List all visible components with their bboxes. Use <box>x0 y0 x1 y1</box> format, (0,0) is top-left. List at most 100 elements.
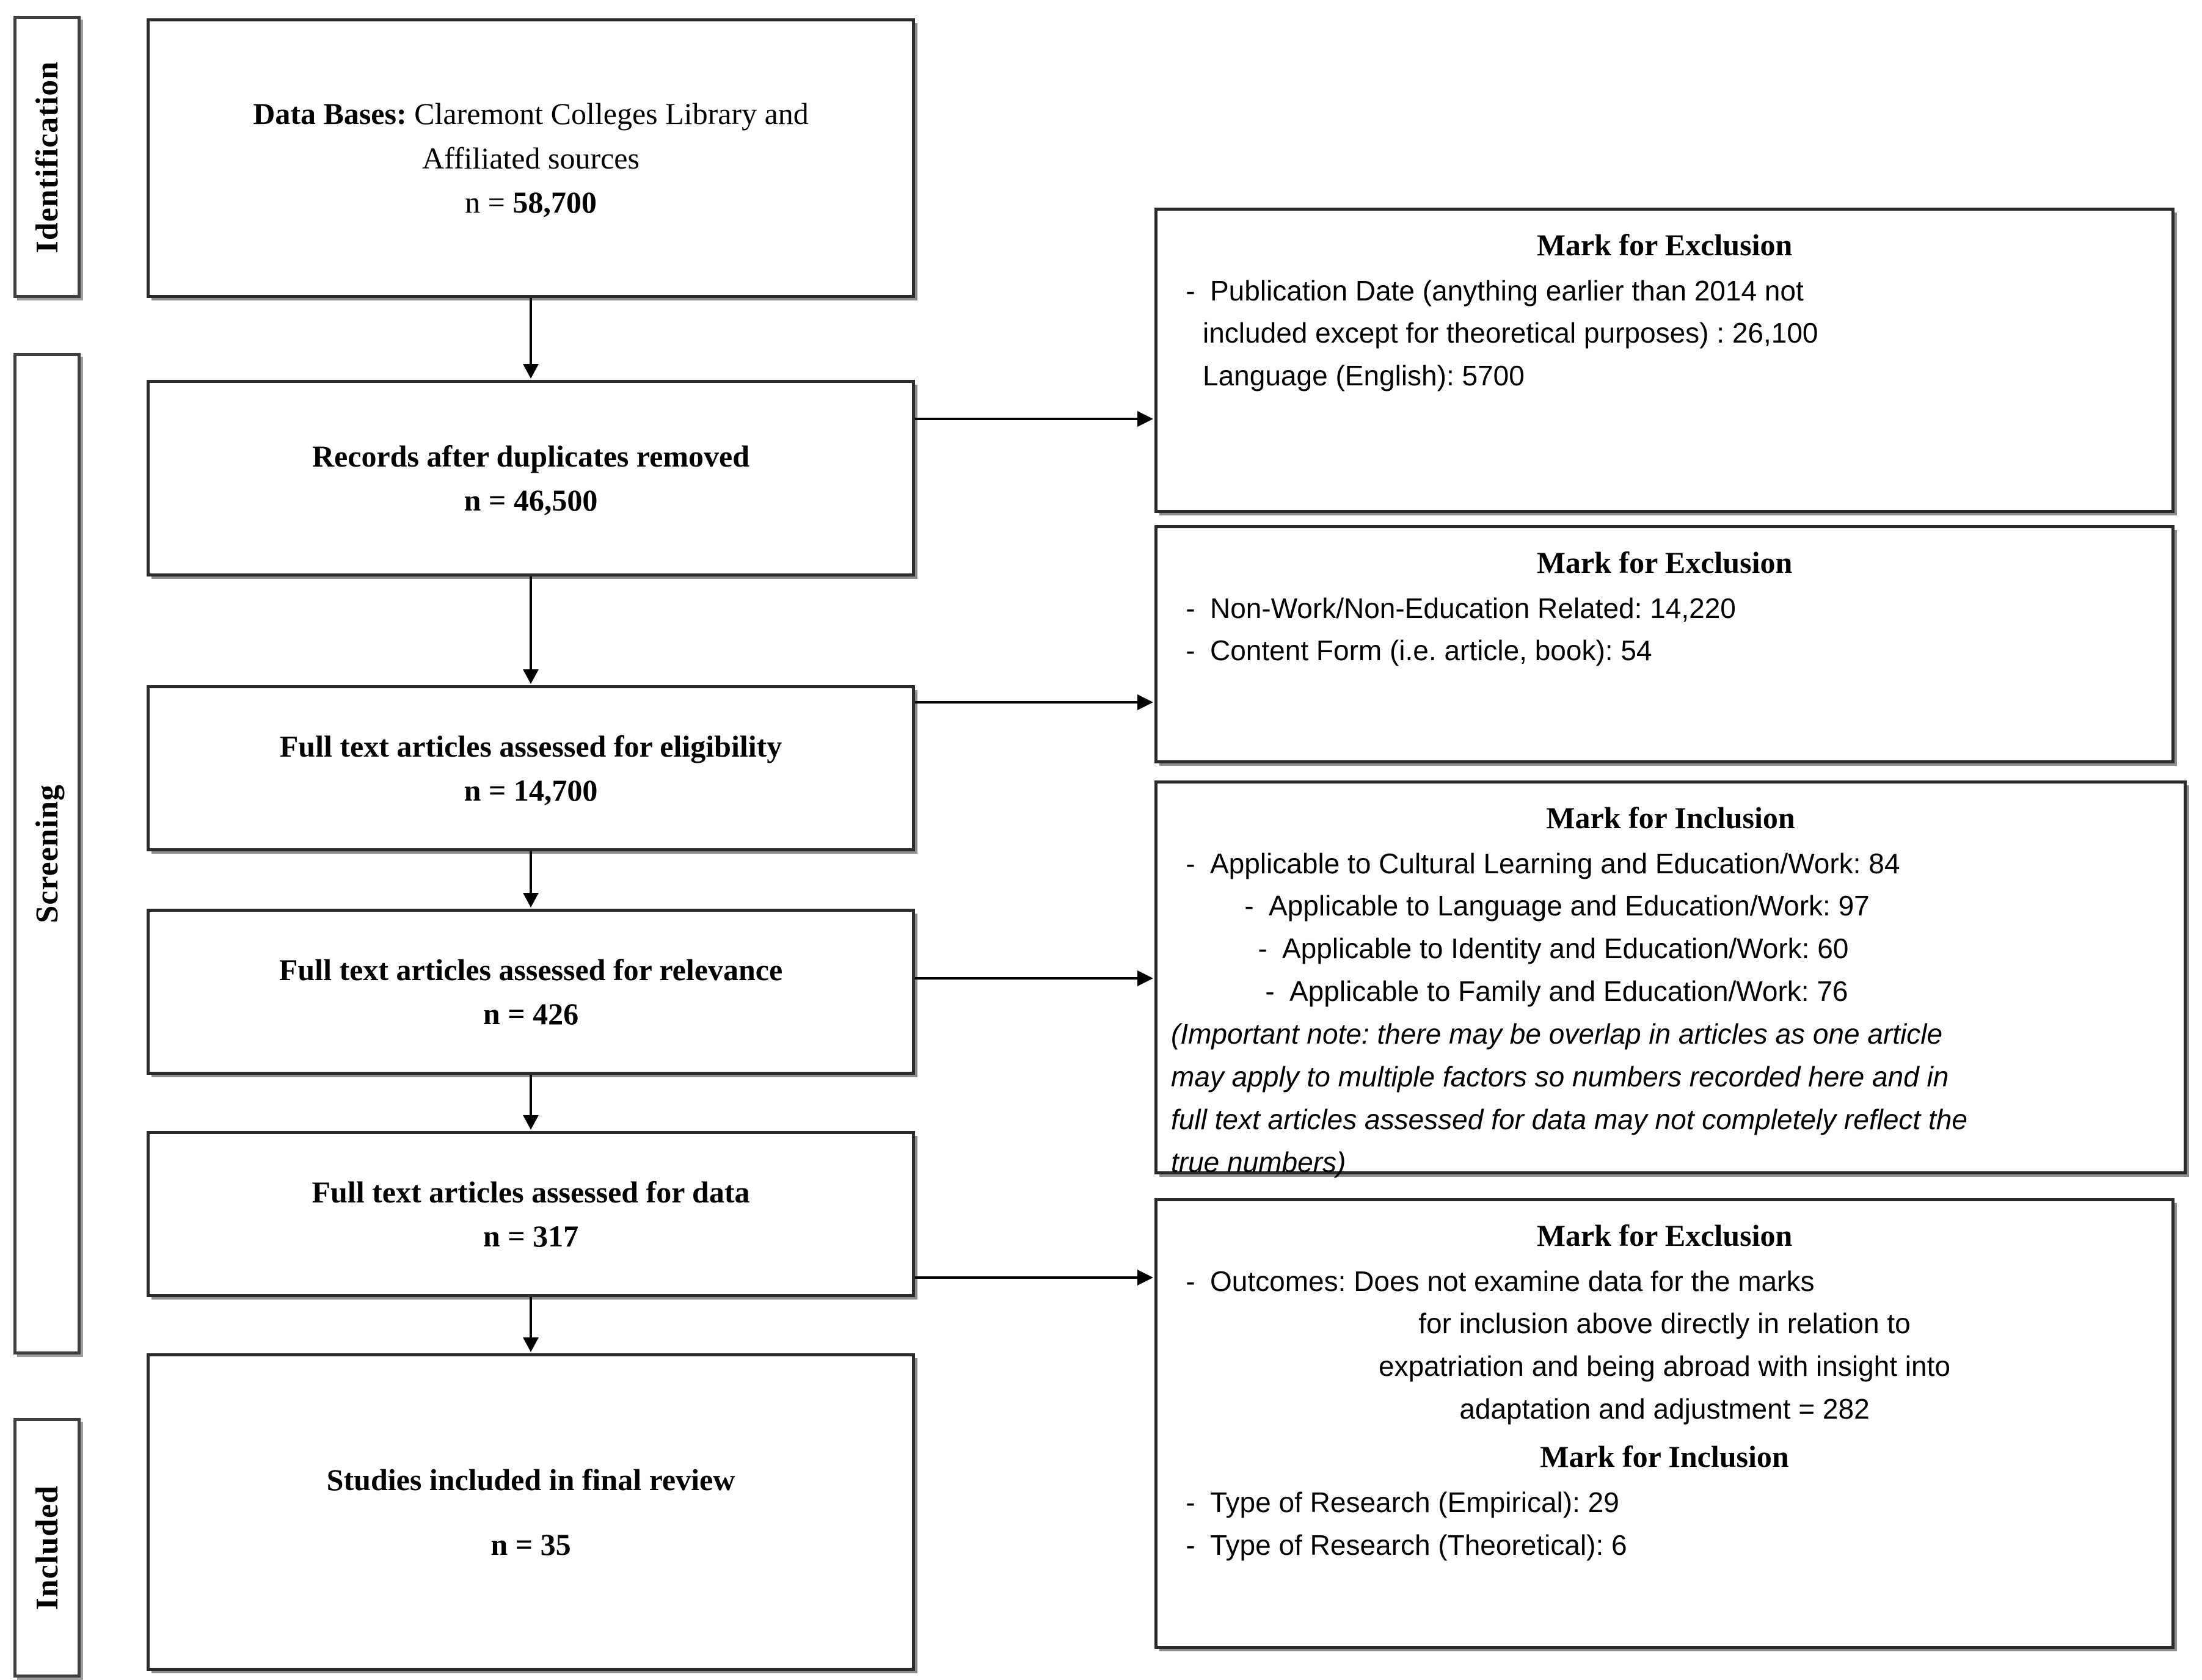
final-review-n-value: 35 <box>540 1527 571 1562</box>
bullet-dash-icon: - <box>1186 274 1195 307</box>
mixed-outcome-line-3: expatriation and being abroad with insig… <box>1379 1350 1950 1383</box>
exclusion-2-item-1: - Non-Work/Non-Education Related: 14,220 <box>1171 587 2158 630</box>
eligibility-n-prefix: n = <box>464 773 514 807</box>
databases-line-2: Affiliated sources <box>422 140 640 175</box>
exclusion-1-title: Mark for Exclusion <box>1536 228 1793 262</box>
phase-label-identification-text: Identification <box>29 60 65 253</box>
flow-box-eligibility: Full text articles assessed for eligibil… <box>147 685 915 851</box>
inclusion-1-item-2-text: Applicable to Language and Education/Wor… <box>1269 890 1870 922</box>
connector-relevance-to-data <box>530 1075 532 1118</box>
relevance-count: n = 426 <box>483 992 578 1036</box>
eligibility-count: n = 14,700 <box>464 768 598 813</box>
data-line-1: Full text articles assessed for data <box>312 1174 750 1209</box>
databases-n-prefix: n = <box>465 185 513 220</box>
final-review-line-1: Studies included in final review <box>326 1462 735 1497</box>
inclusion-1-note-3: full text articles assessed for data may… <box>1171 1103 1967 1135</box>
inclusion-1-item-4-text: Applicable to Family and Education/Work:… <box>1289 975 1848 1008</box>
mixed-inclusion-title: Mark for Inclusion <box>1540 1439 1789 1474</box>
phase-label-screening: Screening <box>13 353 81 1355</box>
mixed-outcome-line-1-text: Outcomes: Does not examine data for the … <box>1210 1265 1815 1297</box>
databases-n-value: 58,700 <box>512 185 597 220</box>
flow-box-databases: Data Bases: Claremont Colleges Library a… <box>147 18 915 298</box>
databases-line-1: Data Bases: Claremont Colleges Library a… <box>253 92 809 136</box>
records-count: n = 46,500 <box>464 478 598 523</box>
final-review-n-prefix: n = <box>490 1527 541 1562</box>
bullet-dash-icon: - <box>1186 635 1195 667</box>
flow-box-relevance: Full text articles assessed for relevanc… <box>147 909 915 1075</box>
arrowhead-right-icon <box>1137 970 1153 986</box>
connector-records-to-eligibility <box>530 576 532 671</box>
records-n-value: 46,500 <box>513 483 598 517</box>
inclusion-1-note-1: (Important note: there may be overlap in… <box>1171 1018 1943 1050</box>
databases-count: n = 58,700 <box>465 180 597 225</box>
arrowhead-down-icon <box>523 669 539 684</box>
arrowhead-down-icon <box>523 364 539 379</box>
phase-label-included: Included <box>13 1418 81 1678</box>
connector-databases-to-records <box>530 298 532 365</box>
data-count: n = 317 <box>483 1214 578 1259</box>
inclusion-1-item-1-text: Applicable to Cultural Learning and Educ… <box>1210 847 1900 879</box>
inclusion-1-item-2: - Applicable to Language and Education/W… <box>1171 885 2170 928</box>
bullet-dash-icon: - <box>1258 933 1267 965</box>
records-n-prefix: n = <box>464 483 514 517</box>
exclusion-1-cont-2: Language (English): 5700 <box>1203 360 1525 392</box>
phase-label-screening-text: Screening <box>29 784 65 923</box>
connector-data-to-final-review <box>530 1297 532 1340</box>
side-box-exclusion-1: Mark for Exclusion - Publication Date (a… <box>1154 208 2175 513</box>
inclusion-1-note-2: may apply to multiple factors so numbers… <box>1171 1061 1949 1093</box>
relevance-line-1: Full text articles assessed for relevanc… <box>279 952 783 987</box>
side-box-mixed: Mark for Exclusion - Outcomes: Does not … <box>1154 1198 2175 1649</box>
arrowhead-down-icon <box>523 893 539 907</box>
phase-label-included-text: Included <box>29 1485 65 1610</box>
phase-label-identification: Identification <box>13 16 81 298</box>
bullet-dash-icon: - <box>1265 975 1275 1008</box>
final-review-count: n = 35 <box>490 1522 571 1567</box>
mixed-outcome-line-1: - Outcomes: Does not examine data for th… <box>1171 1260 2158 1303</box>
flow-box-records-after-duplicates: Records after duplicates removed n = 46,… <box>147 380 915 576</box>
data-n-prefix: n = <box>483 1219 533 1253</box>
mixed-exclusion-title: Mark for Exclusion <box>1536 1218 1793 1253</box>
relevance-n-value: 426 <box>533 997 579 1031</box>
mixed-inclusion-item-1: - Type of Research (Empirical): 29 <box>1171 1482 2158 1524</box>
exclusion-1-bullet: - Publication Date (anything earlier tha… <box>1171 270 2158 313</box>
relevance-n-prefix: n = <box>483 997 533 1031</box>
arrowhead-down-icon <box>523 1337 539 1352</box>
arrowhead-down-icon <box>523 1115 539 1130</box>
connector-data-to-mixed <box>915 1276 1140 1279</box>
connector-eligibility-to-relevance <box>530 851 532 895</box>
arrowhead-right-icon <box>1137 411 1153 427</box>
records-line-1: Records after duplicates removed <box>312 438 750 473</box>
eligibility-line-1: Full text articles assessed for eligibil… <box>279 729 782 763</box>
bullet-dash-icon: - <box>1186 1529 1195 1561</box>
inclusion-1-item-3: - Applicable to Identity and Education/W… <box>1171 928 2170 970</box>
side-box-inclusion-1: Mark for Inclusion - Applicable to Cultu… <box>1154 780 2187 1178</box>
arrowhead-right-icon <box>1137 694 1153 710</box>
connector-records-to-exclusion-1 <box>915 418 1140 420</box>
mixed-inclusion-item-2: - Type of Research (Theoretical): 6 <box>1171 1524 2158 1567</box>
flow-box-data: Full text articles assessed for data n =… <box>147 1131 915 1297</box>
mixed-outcome-line-4: adaptation and adjustment = 282 <box>1459 1393 1870 1425</box>
exclusion-2-title: Mark for Exclusion <box>1536 545 1793 580</box>
inclusion-1-item-4: - Applicable to Family and Education/Wor… <box>1171 970 2170 1013</box>
exclusion-2-item-2-text: Content Form (i.e. article, book): 54 <box>1210 635 1652 667</box>
arrowhead-right-icon <box>1137 1270 1153 1285</box>
bullet-dash-icon: - <box>1186 1265 1195 1297</box>
exclusion-2-item-2: - Content Form (i.e. article, book): 54 <box>1171 630 2158 672</box>
exclusion-1-bullet-text: Publication Date (anything earlier than … <box>1210 274 1804 307</box>
inclusion-1-item-3-text: Applicable to Identity and Education/Wor… <box>1282 933 1849 965</box>
connector-relevance-to-inclusion-1 <box>915 977 1140 980</box>
bullet-dash-icon: - <box>1186 1486 1195 1518</box>
exclusion-1-cont-1: included except for theoretical purposes… <box>1203 317 1818 349</box>
inclusion-1-title: Mark for Inclusion <box>1546 801 1795 835</box>
bullet-dash-icon: - <box>1244 890 1254 922</box>
mixed-inclusion-item-2-text: Type of Research (Theoretical): 6 <box>1210 1529 1627 1561</box>
mixed-inclusion-item-1-text: Type of Research (Empirical): 29 <box>1210 1486 1619 1518</box>
databases-line-1-rest: Claremont Colleges Library and <box>406 96 809 131</box>
databases-lead: Data Bases: <box>253 96 407 131</box>
connector-eligibility-to-exclusion-2 <box>915 701 1140 704</box>
data-n-value: 317 <box>533 1219 579 1253</box>
mixed-outcome-line-2: for inclusion above directly in relation… <box>1418 1307 1911 1340</box>
side-box-exclusion-2: Mark for Exclusion - Non-Work/Non-Educat… <box>1154 525 2175 763</box>
inclusion-1-note-4: true numbers) <box>1171 1146 1346 1178</box>
